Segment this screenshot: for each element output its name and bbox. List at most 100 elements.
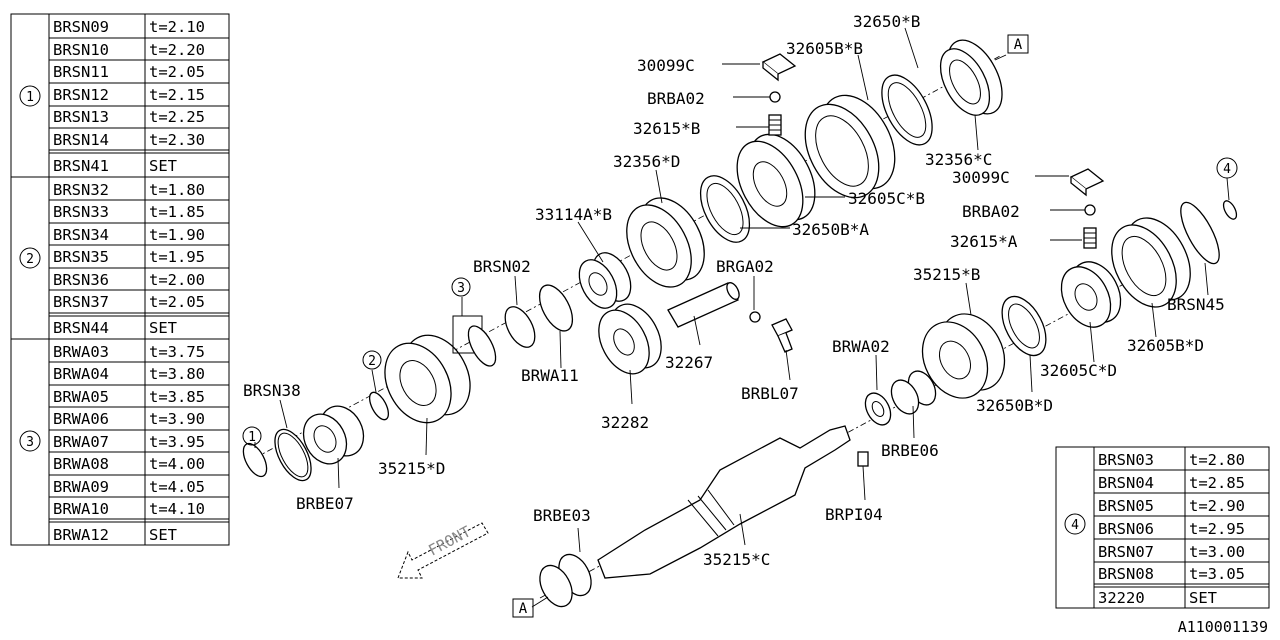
callout-33114a-b: 33114A*B <box>535 205 612 224</box>
ref-circle-1: 1 <box>248 430 256 445</box>
table-cell-part: BRSN41 <box>53 157 109 175</box>
callout-35215-b: 35215*B <box>913 265 980 284</box>
table-cell-part: BRWA06 <box>53 410 109 428</box>
table-cell-part: BRSN04 <box>1098 474 1154 492</box>
callout-30099c-right: 30099C <box>952 168 1010 187</box>
table-cell-value: t=1.95 <box>149 248 205 266</box>
bearing-brbe03 <box>539 553 592 608</box>
ball-brba02-right <box>1084 204 1096 216</box>
ring-brwa11 <box>538 284 574 332</box>
table-cell-part: BRWA10 <box>53 500 109 518</box>
ref-box-a-bottom: A <box>519 601 528 617</box>
callout-32605c-d: 32605C*D <box>1040 361 1117 380</box>
left-group-1-key: 1 <box>26 90 34 105</box>
reference-markers: 1 2 3 4 A A <box>242 34 1238 618</box>
table-cell-part: BRSN33 <box>53 203 109 221</box>
sleeve-32605b-d <box>1111 217 1191 308</box>
table-cell-value: t=2.90 <box>1189 497 1245 515</box>
table-cell-part: BRSN36 <box>53 271 109 289</box>
right-thickness-table: 4 BRSN03 t=2.80 BRSN04 t=2.85 BRSN05 t=2… <box>1055 446 1270 609</box>
table-cell-part: BRSN11 <box>53 63 109 81</box>
table-cell-value: t=2.00 <box>149 271 205 289</box>
callout-brwa11: BRWA11 <box>521 366 579 385</box>
hub-32605c-d <box>1060 261 1122 328</box>
callout-labels: 32650*B 32605B*B 30099C BRBA02 32615*B 3… <box>243 12 1225 569</box>
table-cell-value: t=2.05 <box>149 63 205 81</box>
callout-32282: 32282 <box>601 413 649 432</box>
callout-brba02-top: BRBA02 <box>647 89 705 108</box>
table-cell-value: t=4.10 <box>149 500 205 518</box>
table-cell-value: t=2.15 <box>149 86 205 104</box>
table-cell-part: BRWA07 <box>53 433 109 451</box>
right-table-frame <box>1055 446 1270 609</box>
gear-32282 <box>598 303 662 375</box>
bearing-brbe06 <box>890 370 937 415</box>
callout-brba02-right: BRBA02 <box>962 202 1020 221</box>
table-cell-value: t=2.80 <box>1189 451 1245 469</box>
table-cell-part: BRSN37 <box>53 293 109 311</box>
table-cell-part: BRWA04 <box>53 365 109 383</box>
ring-32650b-a <box>699 175 751 243</box>
sleeve-32605b-b <box>804 94 896 199</box>
callout-brbe07: BRBE07 <box>296 494 354 513</box>
table-cell-value: t=3.80 <box>149 365 205 383</box>
callout-32605c-b: 32605C*B <box>848 189 925 208</box>
table-cell-value: SET <box>1189 589 1217 607</box>
callout-32615-b: 32615*B <box>633 119 700 138</box>
bearing-brbe07 <box>302 405 365 465</box>
table-cell-value: t=3.95 <box>149 433 205 451</box>
table-cell-part: BRSN32 <box>53 181 109 199</box>
cone-32356-c <box>939 39 1003 116</box>
spring-32615-b <box>768 114 782 136</box>
ring-32650-b <box>881 74 933 146</box>
table-cell-part: BRSN03 <box>1098 451 1154 469</box>
ring-4 <box>1222 200 1238 220</box>
callout-32650b-a: 32650B*A <box>792 220 869 239</box>
table-cell-value: t=3.85 <box>149 388 205 406</box>
table-cell-part: BRSN44 <box>53 319 109 337</box>
ring-32650b-d <box>1001 295 1047 357</box>
callout-35215-c: 35215*C <box>703 550 770 569</box>
snap-ring-brsn <box>242 442 268 478</box>
table-cell-value: t=3.05 <box>1189 565 1245 583</box>
front-label: FRONT <box>425 522 473 559</box>
table-cell-value: t=2.85 <box>1189 474 1245 492</box>
table-cell-value: SET <box>149 157 177 175</box>
table-cell-value: t=2.20 <box>149 41 205 59</box>
callout-35215-d: 35215*D <box>378 459 445 478</box>
shaft-32267 <box>667 282 740 328</box>
snap-ring-2 <box>368 391 390 421</box>
table-cell-value: t=3.75 <box>149 343 205 361</box>
table-cell-part: BRSN13 <box>53 108 109 126</box>
gear-32356-d <box>626 197 705 288</box>
ball-brba02-top <box>769 91 781 103</box>
callout-brwa02: BRWA02 <box>832 337 890 356</box>
ring-brsn38 <box>274 428 312 482</box>
callout-32605b-b: 32605B*B <box>786 39 863 58</box>
table-cell-part: BRSN06 <box>1098 520 1154 538</box>
callout-32356-d: 32356*D <box>613 152 680 171</box>
table-cell-part: BRWA05 <box>53 388 109 406</box>
front-direction-arrow: FRONT <box>397 522 489 579</box>
callout-32605b-d: 32605B*D <box>1127 336 1204 355</box>
ref-circle-2: 2 <box>368 354 376 369</box>
gear-35215-d <box>384 334 471 424</box>
table-cell-value: t=1.85 <box>149 203 205 221</box>
hub-33114a-b <box>578 252 632 309</box>
callout-32267: 32267 <box>665 353 713 372</box>
callout-brbe03: BRBE03 <box>533 506 591 525</box>
callout-brpi04: BRPI04 <box>825 505 883 524</box>
table-cell-value: t=2.30 <box>149 131 205 149</box>
washer-brga02 <box>749 311 761 323</box>
table-cell-part: BRSN35 <box>53 248 109 266</box>
callout-32650-b: 32650*B <box>853 12 920 31</box>
table-cell-part: BRSN07 <box>1098 543 1154 561</box>
table-cell-part: BRWA03 <box>53 343 109 361</box>
left-table-frame <box>10 13 230 546</box>
table-cell-part: BRSN09 <box>53 18 109 36</box>
left-thickness-table: 1 2 3 BRSN09 t=2.10 BRSN10 t=2.20 BRSN11… <box>10 13 230 546</box>
ref-circle-4: 4 <box>1223 162 1231 177</box>
washer-brwa02 <box>864 392 892 426</box>
table-cell-part: BRSN34 <box>53 226 109 244</box>
ref-box-a-top: A <box>1014 37 1023 53</box>
